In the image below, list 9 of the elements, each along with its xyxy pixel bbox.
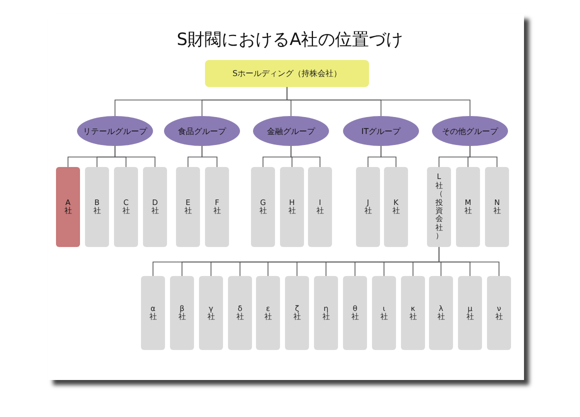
connector-line bbox=[202, 146, 218, 168]
connector-line bbox=[290, 146, 320, 168]
connector-line bbox=[438, 246, 500, 276]
holding-box: Sホールディング（持株会社） bbox=[205, 60, 369, 87]
connector-line bbox=[470, 146, 498, 168]
connector-line bbox=[380, 146, 396, 168]
connector-line bbox=[114, 146, 156, 168]
connector-line bbox=[286, 86, 470, 116]
title: S財閥におけるA社の位置づけ bbox=[176, 29, 404, 51]
